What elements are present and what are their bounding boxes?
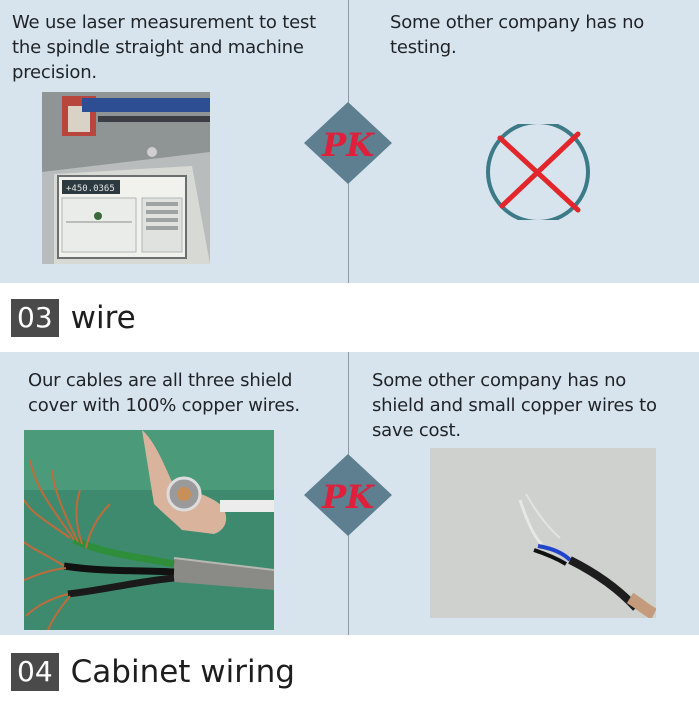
- shielded-cable-photo: [24, 430, 274, 630]
- laser-left-caption: We use laser measurement to test the spi…: [12, 12, 316, 83]
- laser-readout: +450.0365: [66, 184, 115, 194]
- wire-left-caption: Our cables are all three shield cover wi…: [28, 370, 300, 416]
- section-title: wire: [70, 300, 136, 336]
- unshielded-cable-photo: [430, 448, 656, 618]
- laser-right-caption: Some other company has no testing.: [390, 12, 645, 58]
- section-number: 03: [11, 299, 59, 337]
- pk-badge-label: PK: [321, 126, 375, 164]
- pk-badge-icon: PK: [304, 102, 392, 184]
- cable-illustration: [24, 430, 274, 630]
- laser-photo-illustration: +450.0365: [42, 92, 210, 264]
- section-number: 04: [11, 653, 59, 691]
- pk-badge-label: PK: [321, 478, 375, 516]
- section-heading-cabinet-wiring: 04 Cabinet wiring: [11, 653, 295, 691]
- section-title: Cabinet wiring: [70, 654, 295, 690]
- pk-badge-icon: PK: [304, 454, 392, 536]
- thin-cable-illustration: [430, 448, 656, 618]
- wire-right-caption: Some other company has no shield and sma…: [372, 370, 657, 441]
- x-circle-icon: [486, 124, 590, 220]
- section-heading-wire: 03 wire: [11, 299, 136, 337]
- laser-measurement-photo: +450.0365: [42, 92, 210, 264]
